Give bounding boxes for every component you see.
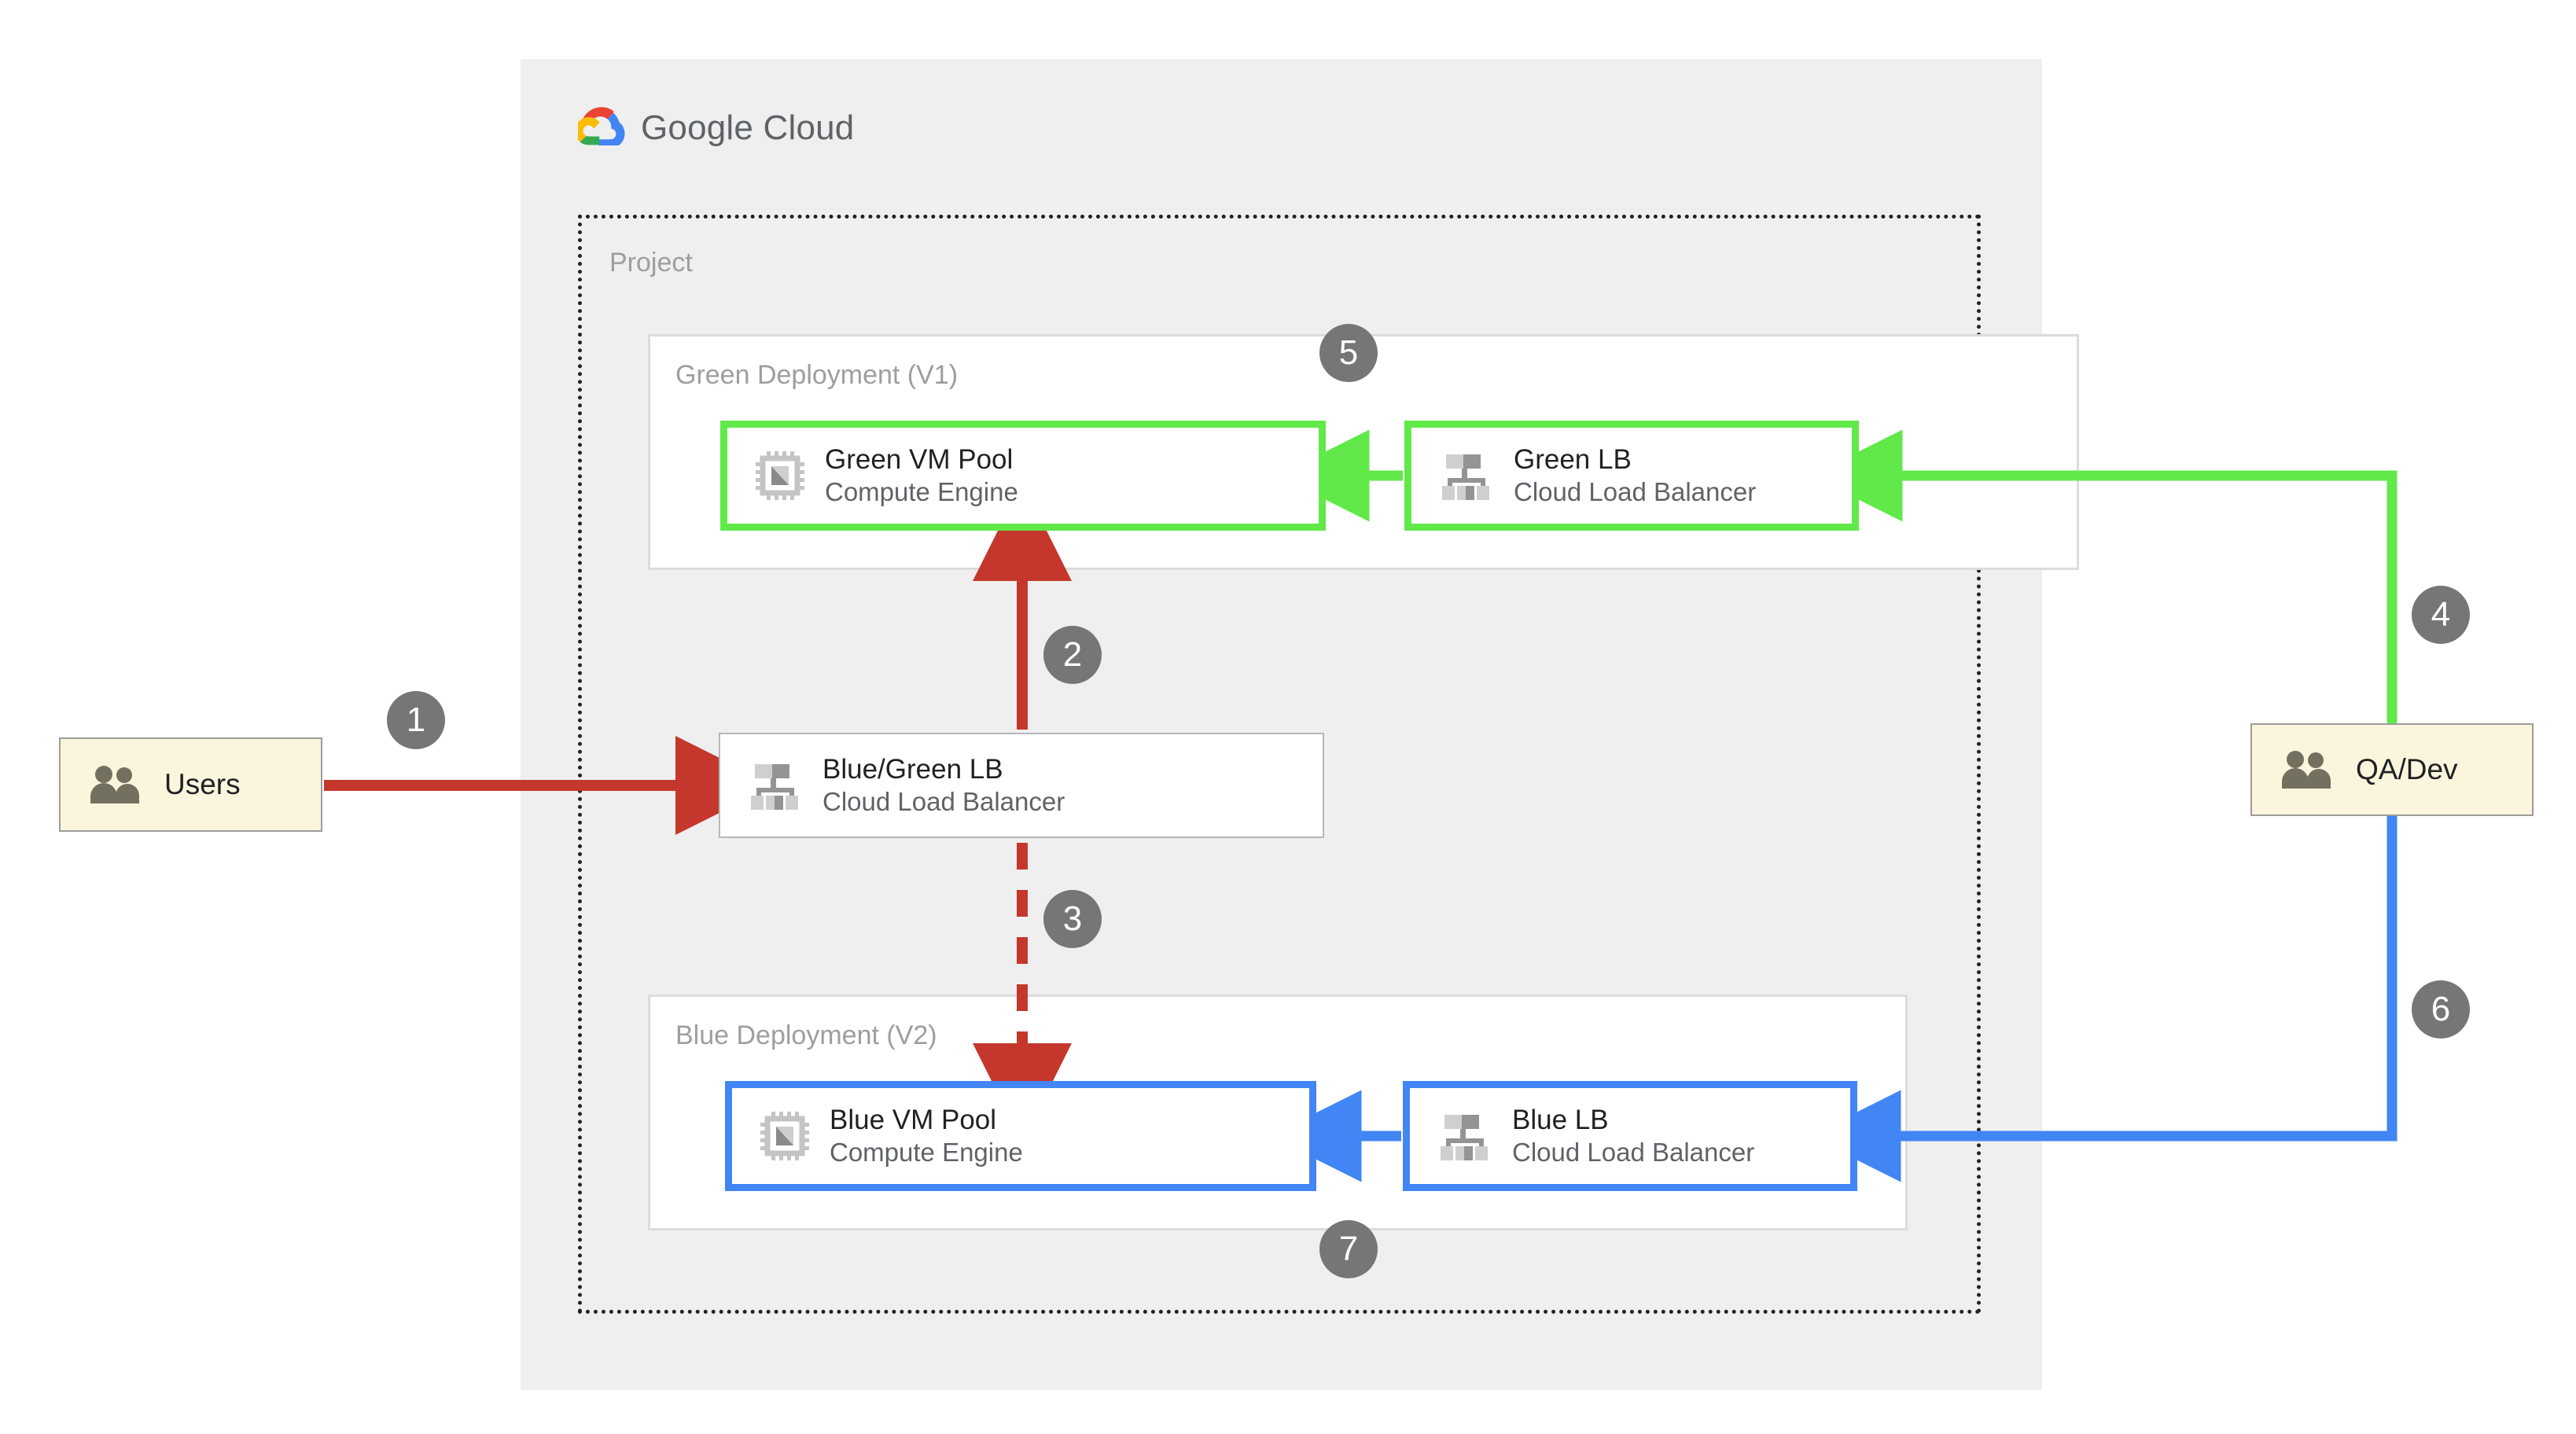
green-vm-subtitle: Compute Engine bbox=[825, 477, 1018, 507]
step-badge-4: 4 bbox=[2412, 586, 2470, 644]
users-label: Users bbox=[164, 768, 241, 800]
google-cloud-logo-icon bbox=[575, 106, 627, 149]
node-users[interactable]: Users bbox=[59, 737, 322, 832]
green-lb-subtitle: Cloud Load Balancer bbox=[1514, 477, 1757, 507]
green-vm-title: Green VM Pool bbox=[825, 443, 1014, 475]
bluegreen-lb-title: Blue/Green LB bbox=[822, 753, 1003, 785]
users-icon bbox=[89, 764, 144, 805]
green-lb-text: Green LB Cloud Load Balancer bbox=[1514, 444, 1756, 507]
node-blue-lb[interactable]: Blue LB Cloud Load Balancer bbox=[1403, 1081, 1857, 1191]
step-badge-3: 3 bbox=[1043, 890, 1102, 948]
blue-vm-text: Blue VM Pool Compute Engine bbox=[830, 1105, 1023, 1167]
project-boundary bbox=[578, 215, 1981, 1314]
green-lb-title: Green LB bbox=[1514, 443, 1632, 475]
load-balancer-icon bbox=[1440, 451, 1493, 500]
google-cloud-brand: Google Cloud bbox=[575, 106, 855, 149]
blue-lb-text: Blue LB Cloud Load Balancer bbox=[1512, 1105, 1754, 1167]
cpu-chip-icon bbox=[756, 451, 804, 500]
green-vm-text: Green VM Pool Compute Engine bbox=[825, 444, 1018, 507]
blue-lb-title: Blue LB bbox=[1512, 1104, 1609, 1135]
blue-lb-subtitle: Cloud Load Balancer bbox=[1512, 1138, 1755, 1167]
node-qadev[interactable]: QA/Dev bbox=[2250, 723, 2534, 816]
project-label: Project bbox=[609, 248, 693, 278]
green-deployment-title: Green Deployment (V1) bbox=[675, 360, 959, 390]
google-cloud-wordmark: Google Cloud bbox=[641, 108, 855, 147]
blue-vm-title: Blue VM Pool bbox=[830, 1104, 997, 1135]
bluegreen-lb-subtitle: Cloud Load Balancer bbox=[822, 787, 1065, 817]
qadev-label: QA/Dev bbox=[2356, 753, 2458, 785]
bluegreen-lb-text: Blue/Green LB Cloud Load Balancer bbox=[822, 754, 1065, 817]
blue-vm-subtitle: Compute Engine bbox=[830, 1138, 1023, 1167]
step-badge-6: 6 bbox=[2412, 980, 2470, 1039]
node-green-vm-pool[interactable]: Green VM Pool Compute Engine bbox=[720, 421, 1326, 531]
node-blue-vm-pool[interactable]: Blue VM Pool Compute Engine bbox=[725, 1081, 1316, 1191]
step-badge-5: 5 bbox=[1319, 324, 1378, 382]
cpu-chip-icon bbox=[760, 1112, 809, 1160]
step-badge-2: 2 bbox=[1043, 626, 1102, 684]
blue-deployment-title: Blue Deployment (V2) bbox=[675, 1020, 937, 1050]
load-balancer-icon bbox=[1438, 1112, 1492, 1160]
users-icon bbox=[2280, 749, 2335, 790]
node-green-lb[interactable]: Green LB Cloud Load Balancer bbox=[1404, 421, 1859, 531]
step-badge-7: 7 bbox=[1319, 1220, 1378, 1278]
load-balancer-icon bbox=[749, 761, 802, 810]
node-bluegreen-lb[interactable]: Blue/Green LB Cloud Load Balancer bbox=[719, 733, 1324, 838]
step-badge-1: 1 bbox=[387, 691, 445, 749]
